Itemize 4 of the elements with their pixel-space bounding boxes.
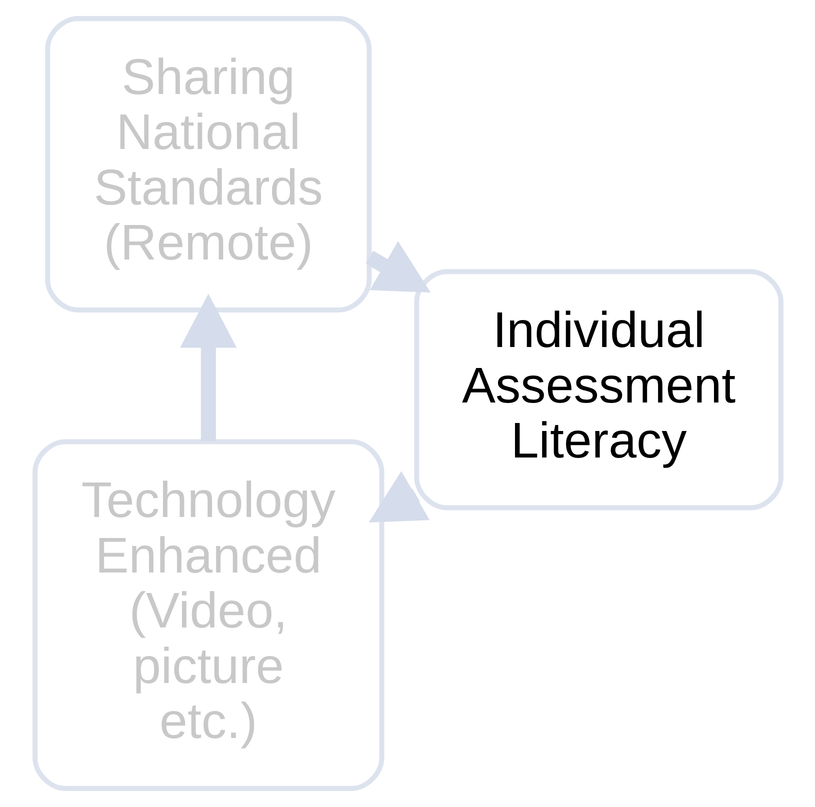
arrow (365, 241, 430, 293)
node-box: Individual Assessment Literacy (414, 269, 783, 510)
arrow (180, 294, 236, 442)
arrow (368, 471, 430, 522)
